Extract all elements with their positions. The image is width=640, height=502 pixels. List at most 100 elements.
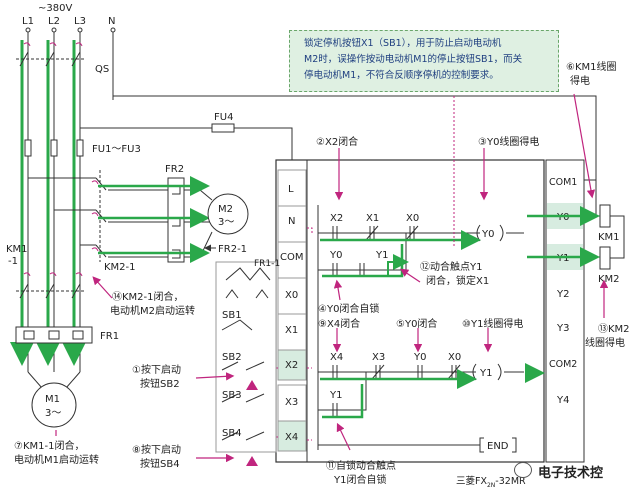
ladder-rung-1 [318,224,524,242]
x2-highlight [277,349,307,381]
motor-m1: M1 3～ [27,371,81,428]
km2-contact-marks [91,180,99,252]
rung2-contact-x3: X3 [372,352,385,363]
power-supply: ~380V L1 L2 L3 N [22,3,116,372]
ladder-end-label: END [487,441,509,452]
sb3-label: SB3 [222,390,242,401]
annotation-13-line1: ⑬KM2 [598,323,630,335]
annotation-8-line2: 按钮SB4 [140,457,180,470]
annotation-1-line1: ①按下启动 [132,363,181,376]
qs-switch [16,42,84,67]
rung2-coil-y1: Y1 [479,368,492,379]
x4-highlight [277,420,307,452]
fu4-label: FU4 [214,112,233,123]
rung2-contact-y0: Y0 [413,352,426,363]
plc-input-terminals: L N COM X0 X1 X2 X3 X4 [277,169,307,452]
rung2-contact-x0: X0 [448,352,461,363]
motor-m1-symbol: 3～ [45,408,61,419]
output-flow-arrows [525,206,600,383]
plc-output-com1: COM1 [549,177,577,188]
plc-input-x0: X0 [285,290,298,301]
fr1-relay [15,326,93,344]
fr1-label: FR1 [100,331,119,342]
seal2-contact-y1: Y1 [329,390,342,401]
main-flow-arrows [10,40,86,366]
plc-input-com: COM [280,252,303,263]
plc-input-l: L [288,184,294,195]
annotation-5: ⑤Y0闭合 [396,317,437,330]
rung1-contact-x0: X0 [406,213,419,224]
annotation-7-line2: 电动机M1启动运转 [14,453,99,466]
plc-input-x1: X1 [285,325,298,336]
ladder-rung-2-seal [318,372,367,417]
km1-coil-label: KM1 [598,232,620,243]
km1-1-label: KM1 [6,244,28,255]
rung1-coil-y0: Y0 [481,229,494,240]
plc-output-y2: Y2 [556,289,569,300]
seal-contact-y0: Y0 [329,250,342,261]
motor-m2-symbol: 3～ [218,217,234,228]
annotation-11-line2: Y1闭合自锁 [333,473,386,486]
phase-l3-label: L3 [74,16,86,27]
annotation-14-line2: 电动机M2启动运转 [110,304,195,317]
annotation-11-line1: ⑪自锁动合触点 [326,459,396,472]
km2-coil [599,246,611,270]
press-arrow-sb2 [246,380,258,390]
annotation-13-line2: 线圈得电 [585,336,625,349]
annotation-2: ②X2闭合 [316,135,358,148]
annotation-3: ③Y0线圈得电 [478,135,539,148]
km1-1-label-sub: -1 [8,256,18,267]
annotation-1-line2: 按钮SB2 [140,377,180,390]
plc-input-x2: X2 [285,360,298,371]
note-line-2: M2时，误操作按动电动机M1的停止按钮SB1，而关 [304,54,523,65]
note-line-1: 锁定停机按钮X1（SB1），用于防止启动电动机 [304,38,502,49]
note-box: 锁定停机按钮X1（SB1），用于防止启动电动机 M2时，误操作按动电动机M1的停… [289,30,559,92]
annotation-6-line1: ⑥KM1线圈 [566,60,617,73]
button-press-arrows [246,380,258,466]
watermark: 电子技术控 [538,466,604,481]
plc-output-y4: Y4 [556,395,569,406]
terminal [51,27,57,33]
motor-m2-label: M2 [218,204,233,215]
seal-contact-y1: Y1 [375,250,388,261]
fu4-wiring [80,95,597,215]
wechat-icon [514,462,532,478]
phase-l2-label: L2 [48,16,60,27]
km1-contacts [16,272,84,299]
annotation-10: ⑩Y1线圈得电 [462,317,523,330]
km2-1-label: KM2-1 [104,262,136,273]
plc-body [275,159,545,463]
output-coil-wiring [584,179,625,270]
phase-n-label: N [108,16,115,27]
annotation-6-line2: 得电 [570,74,590,87]
terminal [25,27,31,33]
terminal [77,27,83,33]
fr2-label: FR2 [165,164,184,175]
press-arrow-sb4 [246,456,258,466]
km2-flow-arrows [98,176,210,263]
sb1-label: SB1 [222,310,242,321]
plc-input-x4: X4 [285,432,298,443]
fu1-3-label: FU1～FU3 [92,144,141,155]
plc-output-y1: Y1 [556,253,569,264]
fr2-relay [167,177,185,263]
plc-output-y3: Y3 [556,323,569,334]
plc-input-x3: X3 [285,397,298,408]
annotation-12-line1: ⑫动合触点Y1 [420,260,482,273]
plc-model-label: 三菱FX2N-32MR [456,475,526,489]
km1-coil [599,204,611,228]
voltage-label: ~380V [38,3,72,14]
qs-label: QS [95,64,109,75]
plc-input-n: N [288,216,295,227]
input-switches [215,261,277,453]
rung1-contact-x2: X2 [330,213,343,224]
fuse-group [24,139,84,157]
annotation-7-line1: ⑦KM1-1闭合， [14,439,84,452]
rung2-contact-x4: X4 [330,352,343,363]
sb2-label: SB2 [222,352,242,363]
ladder-end [318,437,517,453]
rung1-contact-x1: X1 [366,213,379,224]
terminal [110,27,116,33]
annotation-pointers [55,93,609,463]
phase-l1-label: L1 [22,16,34,27]
